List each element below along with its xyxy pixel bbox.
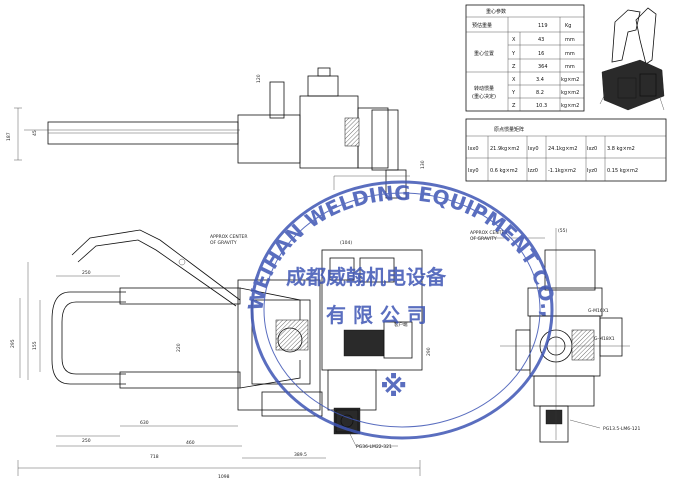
pos-y-axis: Y	[511, 51, 516, 57]
dim-55: (55)	[558, 228, 567, 234]
pos-y-unit: mm	[565, 51, 575, 57]
dim-130: 130	[420, 160, 426, 169]
inertia-sublabel: (重心决定)	[472, 93, 496, 100]
ixy0-key-b: Ixy0	[468, 168, 479, 174]
pos-z-unit: mm	[565, 64, 575, 70]
stamp-cjk-line2: 有 限 公 司	[326, 303, 427, 327]
inertia-x-value: 3.4	[536, 77, 544, 83]
ixx0-key: Ixx0	[468, 146, 479, 152]
of-gravity-label-1: OF GRAVITY	[210, 240, 237, 246]
front-view-assembly: APPROX CENTER OF GRAVITY (55) G-M16X1 G-…	[470, 228, 640, 443]
position-label: 重心位置	[474, 50, 494, 57]
dim-389: 389.5	[294, 452, 307, 458]
pos-x-axis: X	[512, 37, 516, 43]
pos-z-value: 364	[538, 64, 548, 70]
center-of-gravity-table: 重心参数 预估重量 119 Kg 重心位置 X 43 mm Y 16 mm Z …	[465, 4, 585, 112]
ixy0-key-a: Ixy0	[528, 146, 539, 152]
approx-center-label-1: APPROX CENTER	[210, 234, 247, 240]
model-code-m16: G-M16X1	[588, 308, 609, 314]
dim-220: 220	[176, 343, 182, 352]
side-view-assembly: (104) 250 250 630 460 718 389.5 1098 295…	[10, 229, 432, 480]
dim-630: 630	[140, 420, 149, 426]
pos-y-value: 16	[538, 51, 544, 57]
pos-z-axis: Z	[512, 64, 516, 70]
inertia-z-value: 10.3	[536, 103, 547, 109]
origin-table-title: 原点惯量矩阵	[494, 126, 524, 133]
weight-label: 预估重量	[472, 22, 492, 29]
dim-45: 45	[32, 130, 38, 136]
inertia-label: 转动惯量	[474, 85, 494, 92]
origin-inertia-table: 原点惯量矩阵 Ixx0 21.9kg×m2 Ixy0 24.1kg×m2 Ixz…	[465, 118, 667, 182]
isometric-gun-view	[599, 7, 665, 111]
inertia-x-axis: X	[512, 77, 516, 83]
dim-104: (104)	[340, 240, 352, 246]
inertia-z-unit: kg×m2	[561, 103, 579, 109]
inertia-z-axis: Z	[512, 103, 516, 109]
dim-1098: 1098	[218, 474, 230, 480]
inertia-x-unit: kg×m2	[561, 77, 579, 83]
dim-290: 290	[426, 347, 432, 356]
iyz0-key: Iyz0	[587, 168, 597, 174]
stamp-cjk-line1: 成都威翰机电设备	[286, 265, 447, 289]
stamp-star: ※	[380, 370, 407, 403]
company-seal-stamp: WEIHAN WELDING EQUIPMENT CO.,LTD. 成都威翰机电…	[0, 0, 561, 440]
izz0-key: Izz0	[528, 168, 538, 174]
model-code-m18: G-M18X1	[594, 336, 615, 342]
pos-x-value: 43	[538, 37, 544, 43]
cg-table-title: 重心参数	[486, 8, 506, 15]
ixy0-value-a: 24.1kg×m2	[548, 146, 577, 152]
dim-187: 187	[6, 132, 12, 141]
ixz0-key: Ixz0	[587, 146, 597, 152]
dim-250-bottom: 250	[82, 438, 91, 444]
ixz0-value: 3.8 kg×m2	[607, 146, 635, 152]
izz0-value: -1.1kg×m2	[548, 168, 576, 174]
dim-120: 120	[256, 74, 262, 83]
ixx0-value: 21.9kg×m2	[490, 146, 519, 152]
dim-155: 155	[32, 341, 38, 350]
approx-center-label-2: APPROX CENTER	[470, 230, 507, 236]
inertia-y-value: 8.2	[536, 90, 544, 96]
dim-460: 460	[186, 440, 195, 446]
customer-part-label: 客户端	[394, 321, 408, 328]
weight-value: 119	[538, 23, 548, 29]
weight-unit: Kg	[565, 23, 571, 29]
iyz0-value: 0.15 kg×m2	[607, 168, 638, 174]
dim-718: 718	[150, 454, 159, 460]
ixy0-value-b: 0.6 kg×m2	[490, 168, 518, 174]
model-code-pg36: PG36-LM22-321	[356, 444, 392, 450]
top-view-assembly: 187 45 120 130	[6, 67, 426, 199]
inertia-y-unit: kg×m2	[561, 90, 579, 96]
model-code-pg13: PG13.5-LM6-121	[603, 426, 640, 432]
inertia-y-axis: Y	[511, 90, 516, 96]
dim-295: 295	[10, 339, 16, 348]
of-gravity-label-2: OF GRAVITY	[470, 236, 497, 242]
pos-x-unit: mm	[565, 37, 575, 43]
dim-250-top: 250	[82, 270, 91, 276]
